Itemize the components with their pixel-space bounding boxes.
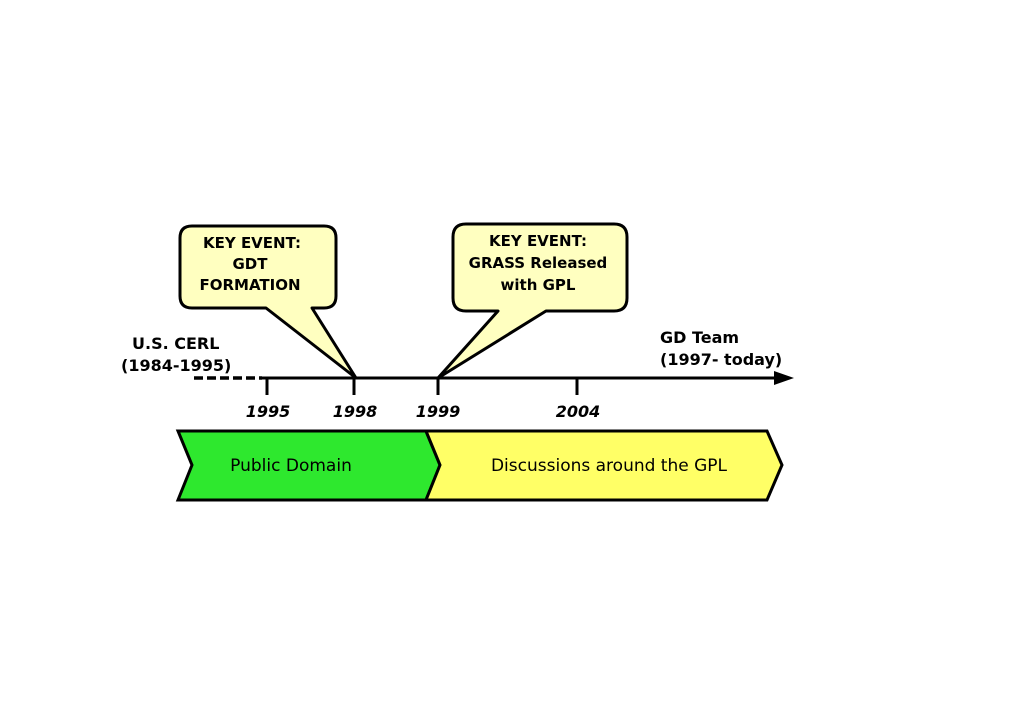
phase-public-domain-label: Public Domain	[230, 456, 352, 476]
key-event-bubble-gdt: KEY EVENT: GDT FORMATION	[178, 224, 358, 380]
key-event-bubble-gdt-shape	[178, 224, 358, 380]
key-event-line-gdt-2: FORMATION	[199, 276, 300, 294]
tick-label-1999: 1999	[416, 402, 461, 421]
key-event-line-grass-1: GRASS Released	[469, 254, 608, 272]
key-event-title-grass: KEY EVENT:	[489, 232, 587, 250]
left-label-period: (1984-1995)	[121, 356, 231, 375]
right-label-period: (1997- today)	[660, 350, 782, 369]
phase-gpl-discussions	[423, 429, 784, 502]
right-label-name: GD Team	[660, 328, 739, 347]
key-event-line-gdt-1: GDT	[233, 255, 269, 273]
timeline-arrow-icon	[774, 371, 794, 385]
key-event-title-gdt: KEY EVENT:	[203, 234, 301, 252]
key-event-bubble-grass-shape	[436, 222, 629, 380]
tick-label-1998: 1998	[333, 402, 378, 421]
key-event-line-grass-2: with GPL	[501, 276, 576, 294]
key-event-bubble-grass: KEY EVENT: GRASS Released with GPL	[436, 222, 629, 380]
tick-label-2004: 2004	[556, 402, 601, 421]
tick-label-1995: 1995	[246, 402, 291, 421]
left-label-name: U.S. CERL	[132, 334, 219, 353]
phase-gpl-discussions-label: Discussions around the GPL	[491, 456, 728, 476]
